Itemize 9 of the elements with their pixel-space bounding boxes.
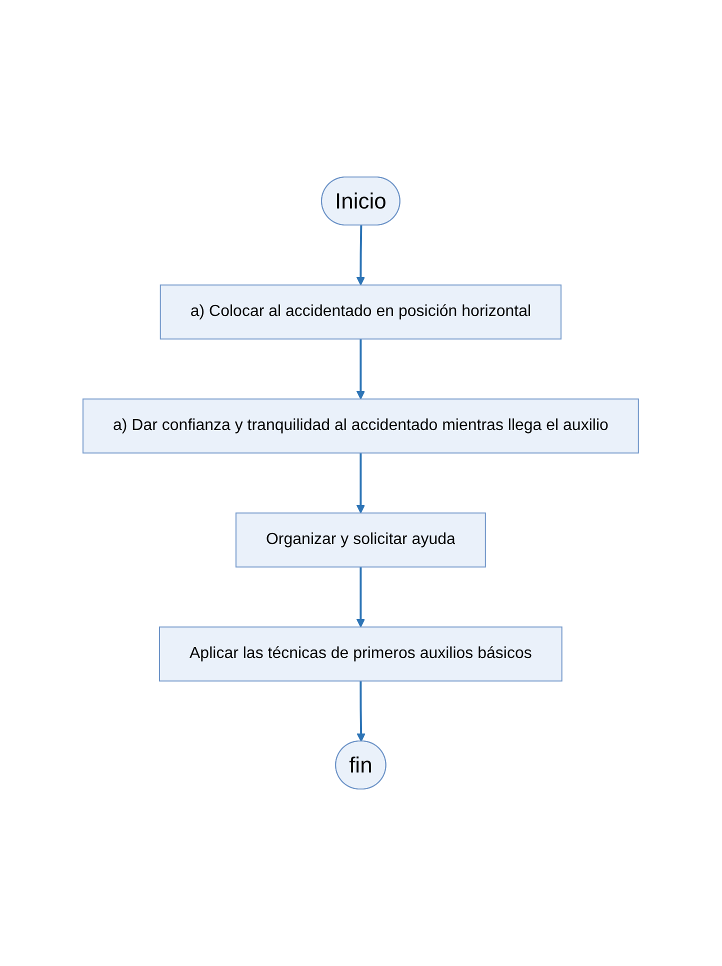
arrow	[356, 681, 366, 742]
node-box: Aplicar las técnicas de primeros auxilios básicos	[159, 626, 563, 682]
arrow	[356, 453, 366, 514]
node-box: a) Dar confianza y tranquilidad al accidentado mientras llega el auxilio	[82, 398, 640, 454]
arrow	[356, 339, 366, 400]
node-box: a) Colocar al accidentado en posición horizontal	[160, 284, 562, 340]
arrow	[356, 225, 366, 286]
node-box: Organizar y solicitar ayuda	[236, 512, 486, 568]
arrow	[356, 567, 366, 628]
